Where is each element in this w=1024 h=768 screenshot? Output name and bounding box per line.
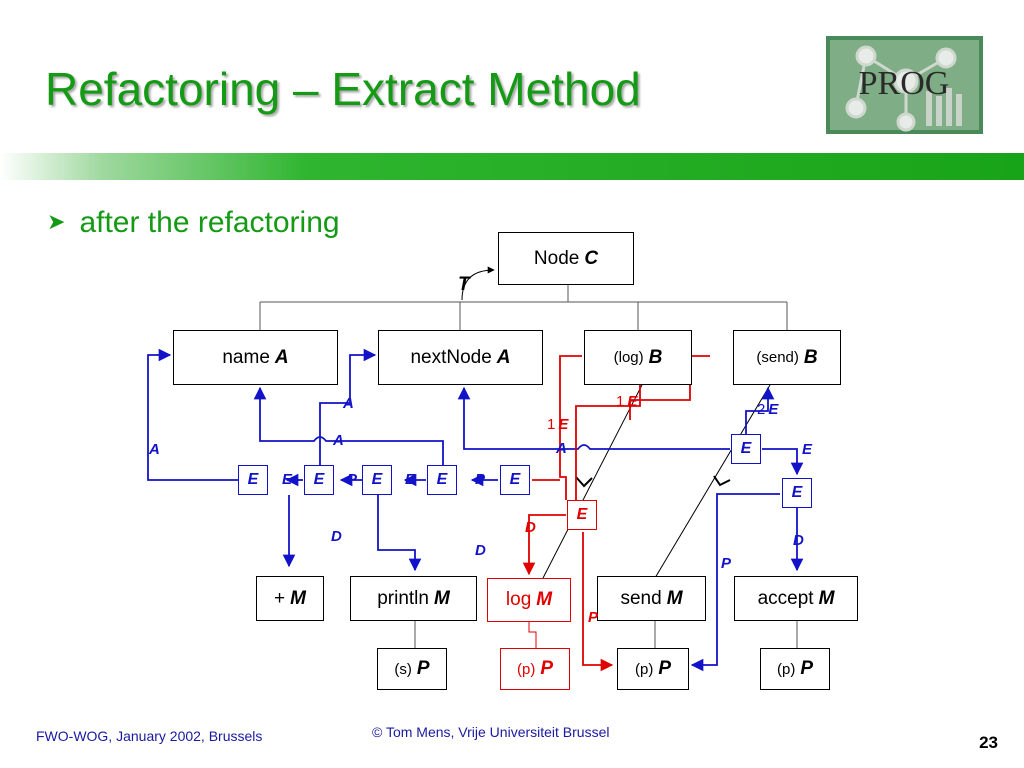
- node-name: println: [377, 587, 429, 609]
- footer-center: © Tom Mens, Vrije Universiteit Brussel: [372, 724, 610, 740]
- node-kind: B: [648, 346, 663, 368]
- edge-label: P: [588, 609, 599, 626]
- expression-box[interactable]: E: [238, 465, 268, 495]
- edge-label: P: [721, 555, 732, 572]
- node-name: (s): [394, 660, 412, 678]
- logo-text: PROG: [859, 65, 950, 102]
- node-kind: P: [800, 658, 814, 679]
- node-name: (p): [776, 660, 796, 678]
- edge-label-letter: E: [768, 401, 779, 418]
- node-name: +: [274, 587, 286, 609]
- node-p-parameter-accept[interactable]: (p)P: [760, 648, 830, 690]
- edge-label: P: [475, 471, 486, 488]
- node-s-parameter[interactable]: (s)P: [377, 648, 447, 690]
- expression-box[interactable]: E: [362, 465, 392, 495]
- expression-box-new[interactable]: E: [567, 500, 597, 530]
- node-kind: M: [290, 587, 306, 609]
- node-kind: M: [818, 587, 835, 609]
- expression-box[interactable]: E: [427, 465, 457, 495]
- node-name: send: [620, 587, 662, 609]
- bullet-text: after the refactoring: [79, 206, 340, 239]
- node-kind: A: [496, 346, 511, 368]
- edge-label: D: [525, 519, 536, 536]
- edge-label-letter: E: [627, 393, 638, 410]
- page-number: 23: [979, 733, 998, 752]
- edge-label-letter: E: [558, 416, 569, 433]
- edge-label: E: [405, 471, 416, 488]
- edge-label: A: [556, 440, 567, 457]
- title-divider-bar: [0, 153, 1024, 180]
- node-p-parameter-send[interactable]: (p)P: [617, 648, 689, 690]
- expression-box[interactable]: E: [731, 434, 761, 464]
- node-kind: M: [433, 587, 450, 609]
- edge-label: E: [802, 441, 813, 458]
- node-name: (p): [634, 660, 654, 678]
- node-kind: B: [803, 346, 818, 368]
- node-name: (send): [756, 349, 799, 366]
- node-kind: P: [540, 658, 554, 679]
- node-kind: C: [584, 247, 599, 269]
- edge-label: P: [347, 471, 358, 488]
- edge-label: A: [343, 395, 354, 412]
- edge-label: A: [149, 441, 160, 458]
- expression-box[interactable]: E: [304, 465, 334, 495]
- node-p-parameter-log[interactable]: (p)P: [500, 648, 570, 690]
- edge-label-number: 1: [616, 393, 625, 410]
- edge-label: D: [331, 528, 342, 545]
- node-kind: A: [274, 346, 289, 368]
- node-send-block[interactable]: (send)B: [733, 330, 841, 385]
- node-name: log: [505, 589, 532, 610]
- expression-box[interactable]: E: [500, 465, 530, 495]
- edge-label-number: 2: [757, 401, 766, 418]
- node-plus-method[interactable]: +M: [256, 576, 324, 621]
- node-kind: P: [658, 658, 672, 679]
- node-kind: P: [416, 658, 430, 679]
- node-kind: M: [536, 589, 553, 610]
- slide-title: Refactoring – Extract Method: [45, 63, 641, 115]
- node-name: (p): [516, 660, 536, 678]
- edge-label: T: [458, 274, 470, 295]
- edge-label: A: [333, 432, 344, 449]
- node-kind: M: [666, 587, 683, 609]
- edge-label: E: [282, 471, 293, 488]
- node-name: accept: [757, 587, 814, 609]
- edge-label: D: [475, 542, 486, 559]
- bullet-arrow-icon: ➤: [47, 209, 66, 234]
- node-log-block[interactable]: (log)B: [584, 330, 692, 385]
- node-name: Node: [533, 247, 580, 269]
- prog-logo: PROG: [826, 36, 983, 134]
- footer-left: FWO-WOG, January 2002, Brussels: [36, 728, 263, 744]
- bullet-item: ➤ after the refactoring: [47, 206, 340, 240]
- node-name: (log): [613, 349, 644, 366]
- edge-label: D: [793, 532, 804, 549]
- node-name: nextNode: [410, 346, 492, 368]
- expression-box[interactable]: E: [782, 478, 812, 508]
- node-name: name: [222, 346, 270, 368]
- edge-label-number: 1: [547, 416, 556, 433]
